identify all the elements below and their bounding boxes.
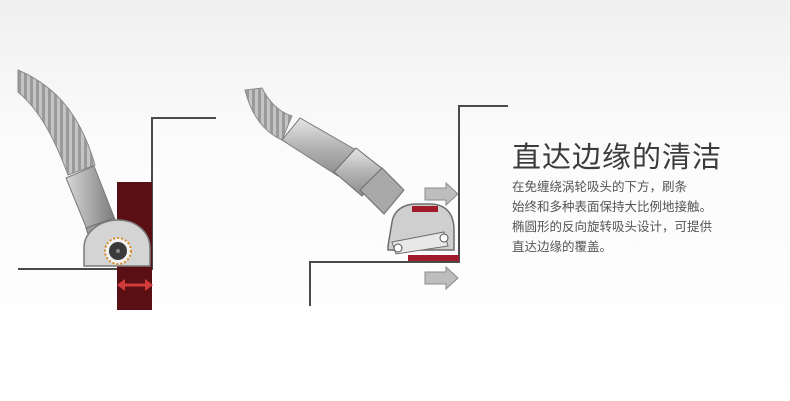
feature-heading: 直达边缘的清洁 <box>512 140 723 174</box>
middle-wall-line <box>309 105 508 306</box>
description-line: 椭圆形的反向旋转吸头设计，可提供 <box>512 219 713 234</box>
middle-hose <box>244 87 293 141</box>
description-line: 始终和多种表面保持大比例地接触。 <box>512 199 713 214</box>
description-line: 在免缠绕涡轮吸头的下方，刷条 <box>512 179 688 194</box>
middle-edge-zone <box>408 255 459 261</box>
middle-scene <box>244 87 508 306</box>
middle-wand <box>281 117 405 215</box>
right-arrow-icon <box>424 265 459 291</box>
description-line: 直达边缘的覆盖。 <box>512 239 613 254</box>
left-cleaner-head <box>83 219 151 267</box>
double-headed-arrow-icon <box>117 279 153 291</box>
middle-cleaner-head <box>387 203 455 255</box>
left-scene <box>17 69 216 310</box>
left-hose <box>17 69 96 176</box>
feature-description: 在免缠绕涡轮吸头的下方，刷条 始终和多种表面保持大比例地接触。 椭圆形的反向旋转… <box>512 177 772 257</box>
right-arrow-icon <box>424 181 459 207</box>
